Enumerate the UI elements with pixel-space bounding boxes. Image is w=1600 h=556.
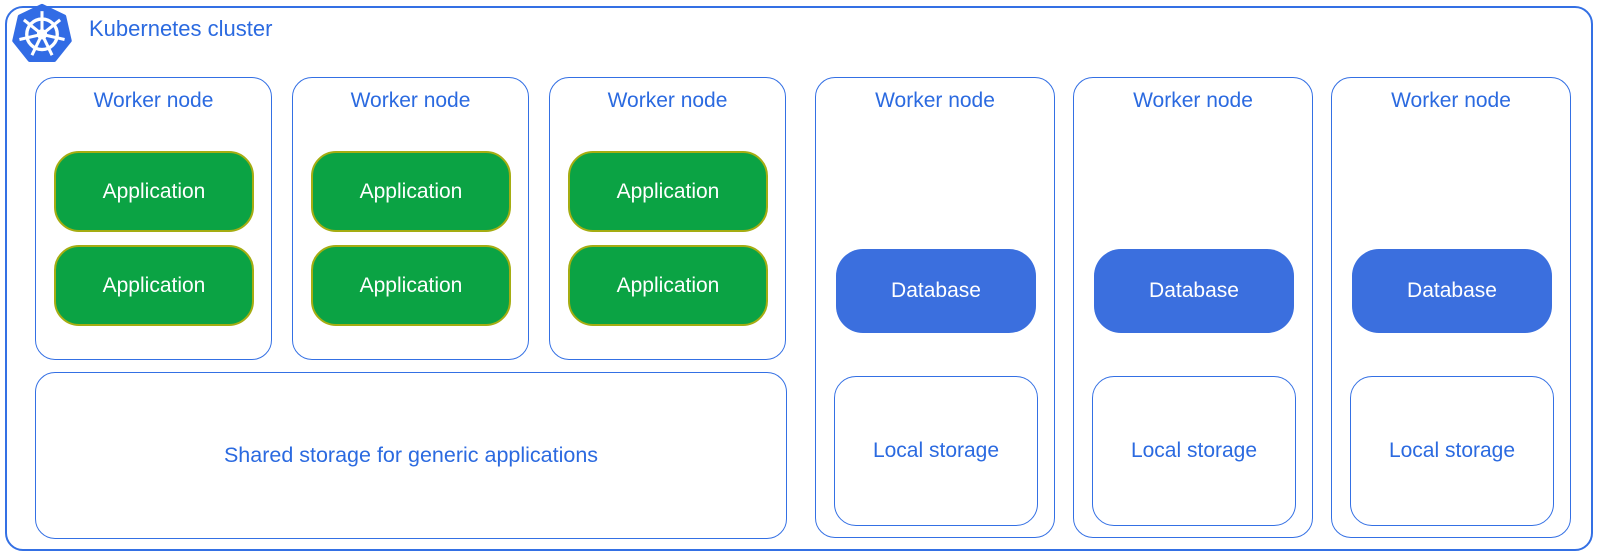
worker-node-box-6: Worker node Database Local storage <box>1331 77 1571 538</box>
application-pill: Application <box>54 151 254 232</box>
database-pill: Database <box>1352 249 1552 333</box>
worker-node-title: Worker node <box>875 89 995 112</box>
application-pill: Application <box>311 245 511 326</box>
worker-node-title: Worker node <box>607 89 728 112</box>
shared-storage-label: Shared storage for generic applications <box>223 443 599 467</box>
application-pill: Application <box>54 245 254 326</box>
shared-storage-box: Shared storage for generic applications <box>35 372 787 539</box>
local-storage-box: Local storage <box>1092 376 1296 526</box>
worker-node-box-4: Worker node Database Local storage <box>815 77 1055 538</box>
cluster-title: Kubernetes cluster <box>89 16 273 41</box>
worker-node-title: Worker node <box>1391 89 1511 112</box>
worker-node-title: Worker node <box>350 89 471 112</box>
database-pill: Database <box>1094 249 1294 333</box>
local-storage-box: Local storage <box>1350 376 1554 526</box>
worker-node-box-1: Worker node Application Application <box>35 77 272 360</box>
worker-node-box-2: Worker node Application Application <box>292 77 529 360</box>
application-pill: Application <box>568 151 768 232</box>
database-pill: Database <box>836 249 1036 333</box>
worker-node-box-3: Worker node Application Application <box>549 77 786 360</box>
kubernetes-logo-icon <box>12 3 72 62</box>
worker-node-title: Worker node <box>1133 89 1253 112</box>
worker-node-title: Worker node <box>93 89 214 112</box>
application-pill: Application <box>311 151 511 232</box>
application-pill: Application <box>568 245 768 326</box>
local-storage-box: Local storage <box>834 376 1038 526</box>
worker-node-box-5: Worker node Database Local storage <box>1073 77 1313 538</box>
cluster-box: Kubernetes cluster Worker node Applicati… <box>5 3 1593 551</box>
